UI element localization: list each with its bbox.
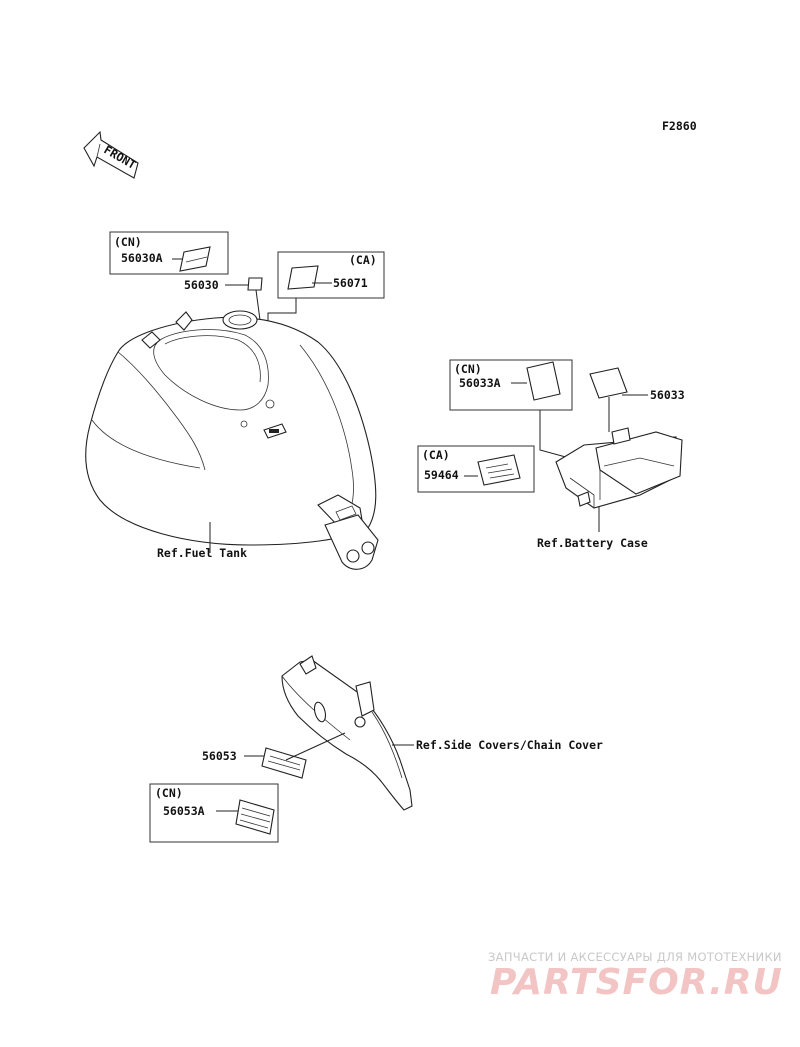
label-sticker-56053 [261, 747, 307, 779]
ref-battery-case-label: Ref.Battery Case [537, 536, 648, 550]
label-sticker-56033a [526, 361, 561, 401]
label-sticker-59464 [477, 454, 521, 486]
part-number-56030: 56030 [184, 278, 219, 292]
region-ca-label: (CA) [349, 253, 377, 267]
label-sticker-56053a [235, 799, 275, 835]
callout-box-56033a: (CN) 56033A [449, 359, 573, 411]
label-sticker-56030a [179, 246, 211, 272]
callout-box-56071: (CA) 56071 [277, 251, 385, 299]
side-cover [281, 655, 413, 811]
part-number-56053a: 56053A [163, 804, 205, 818]
label-sticker-56033 [589, 367, 628, 399]
region-cn-label: (CN) [114, 235, 142, 249]
part-number-56053: 56053 [202, 749, 237, 763]
fuel-tank [85, 310, 379, 570]
callout-box-56030a: (CN) 56030A [109, 231, 229, 275]
front-arrow-icon: FRONT [83, 130, 139, 179]
ref-side-covers-label: Ref.Side Covers/Chain Cover [416, 738, 603, 752]
watermark-tagline: ЗАПЧАСТИ И АКСЕССУАРЫ ДЛЯ МОТОТЕХНИКИ [488, 950, 782, 964]
part-number-56033: 56033 [650, 388, 685, 402]
callout-box-56053a: (CN) 56053A [149, 783, 279, 843]
part-number-56033a: 56033A [459, 376, 501, 390]
label-sticker-56030 [247, 277, 263, 291]
region-cn-label-3: (CN) [155, 786, 183, 800]
region-ca-label-2: (CA) [422, 448, 450, 462]
diagram-code: F2860 [662, 119, 697, 133]
region-cn-label-2: (CN) [454, 362, 482, 376]
battery-case [555, 427, 683, 509]
watermark-logo: PARTSFOR.RU [490, 962, 783, 1003]
part-number-56071: 56071 [333, 276, 368, 290]
label-sticker-56071 [287, 265, 319, 290]
ref-fuel-tank-label: Ref.Fuel Tank [157, 546, 247, 560]
part-number-59464: 59464 [424, 468, 459, 482]
part-number-56030a: 56030A [121, 251, 163, 265]
callout-box-59464: (CA) 59464 [417, 445, 535, 493]
